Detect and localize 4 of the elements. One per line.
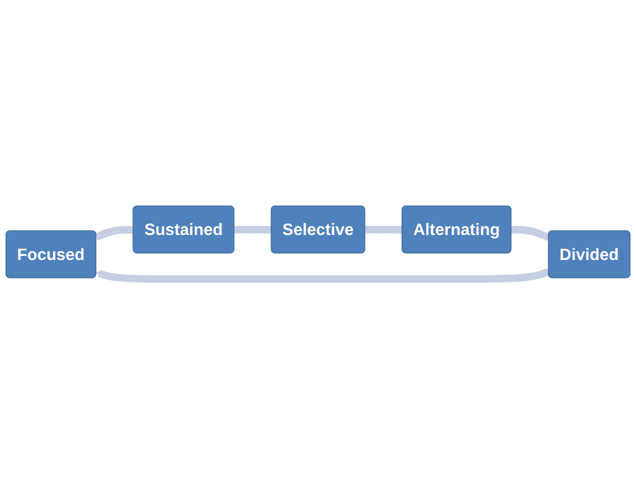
arrow [96,268,550,283]
connector [94,226,134,241]
connector [234,226,272,234]
connector [364,226,403,234]
